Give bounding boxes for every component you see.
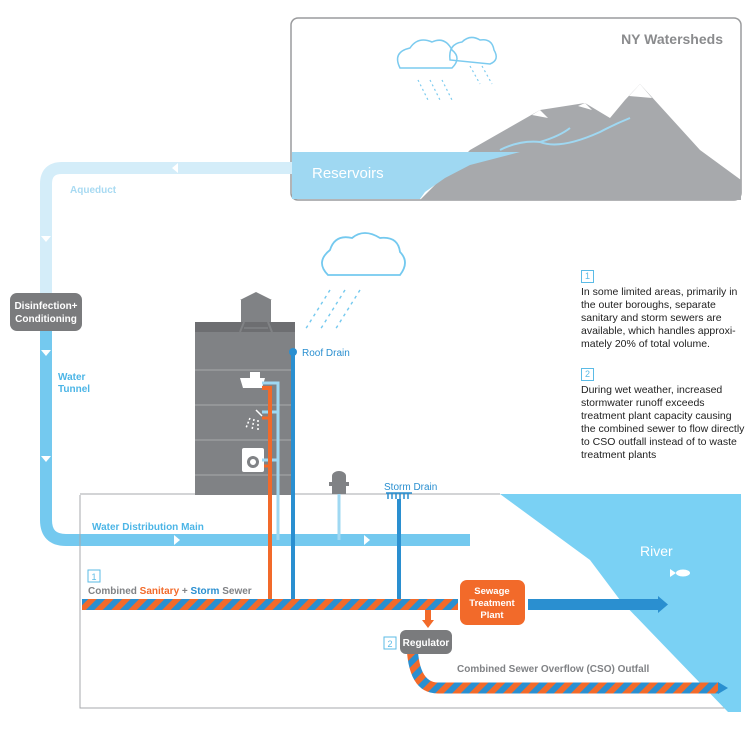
rain-icon [417,65,493,101]
svg-text:Treatment: Treatment [469,598,515,609]
shower-icon [245,409,263,431]
disinfection-label-1: Disinfection+ [14,301,77,312]
watershed-panel: NY Watersheds Reservoirs [290,17,742,201]
mountains [420,84,741,200]
flow-arrows [41,163,370,545]
water-tower-icon [239,292,273,333]
river-label: River [640,543,673,559]
storm-drain-label: Storm Drain [384,482,437,493]
storm-drain-icon [386,492,412,499]
hydrant-icon [329,471,349,494]
building-pipes [262,348,297,604]
note-2-number: 2 [581,368,594,381]
panel-title: NY Watersheds [621,31,723,47]
stream-icon [499,117,631,151]
washer-icon [242,448,264,472]
roof-drain-icon [289,348,297,356]
svg-text:2: 2 [387,639,392,649]
note-2: 2 During wet weather, increased stormwat… [581,368,749,462]
note-1: 1 In some limited areas, primarily in th… [581,270,749,351]
aqueduct-label: Aqueduct [70,185,117,196]
storm-cloud-icon [321,232,406,276]
treatment-plant-box: Sewage Treatment Plant [460,580,525,625]
reservoirs-label: Reservoirs [312,165,384,182]
treated-outflow-pipe [528,596,668,613]
aqueduct-pipe [40,162,470,546]
water-tunnel-label-1: Water [58,372,86,383]
fish-icon [670,569,690,577]
cso-outfall-label: Combined Sewer Overflow (CSO) Outfall [457,664,649,675]
svg-text:1: 1 [91,572,96,582]
svg-text:Plant: Plant [480,610,504,621]
marker-2: 2 [383,636,397,650]
disinfection-box: Disinfection+ Conditioning [10,293,82,331]
sink-icon [240,372,265,388]
regulator-box: Regulator [400,630,452,654]
river [500,494,741,712]
disinfection-label-2: Conditioning [15,314,77,325]
roof-drain-label: Roof Drain [302,348,350,359]
note-1-text: In some limited areas, primarily in the … [581,286,738,350]
svg-text:Sewage: Sewage [474,586,509,597]
combined-sewer-label: Combined Sanitary + Storm Sewer [88,586,252,597]
reservoir-water [292,152,520,199]
svg-text:Regulator: Regulator [403,638,450,649]
water-tunnel-label-2: Tunnel [58,384,90,395]
ground-outline [79,495,728,709]
cloud-icon [396,36,497,69]
rain-icon [304,289,361,331]
water-distribution-label: Water Distribution Main [92,522,204,533]
note-2-text: During wet weather, increased stormwater… [581,384,745,461]
note-1-number: 1 [581,270,594,283]
marker-1: 1 [87,569,101,583]
